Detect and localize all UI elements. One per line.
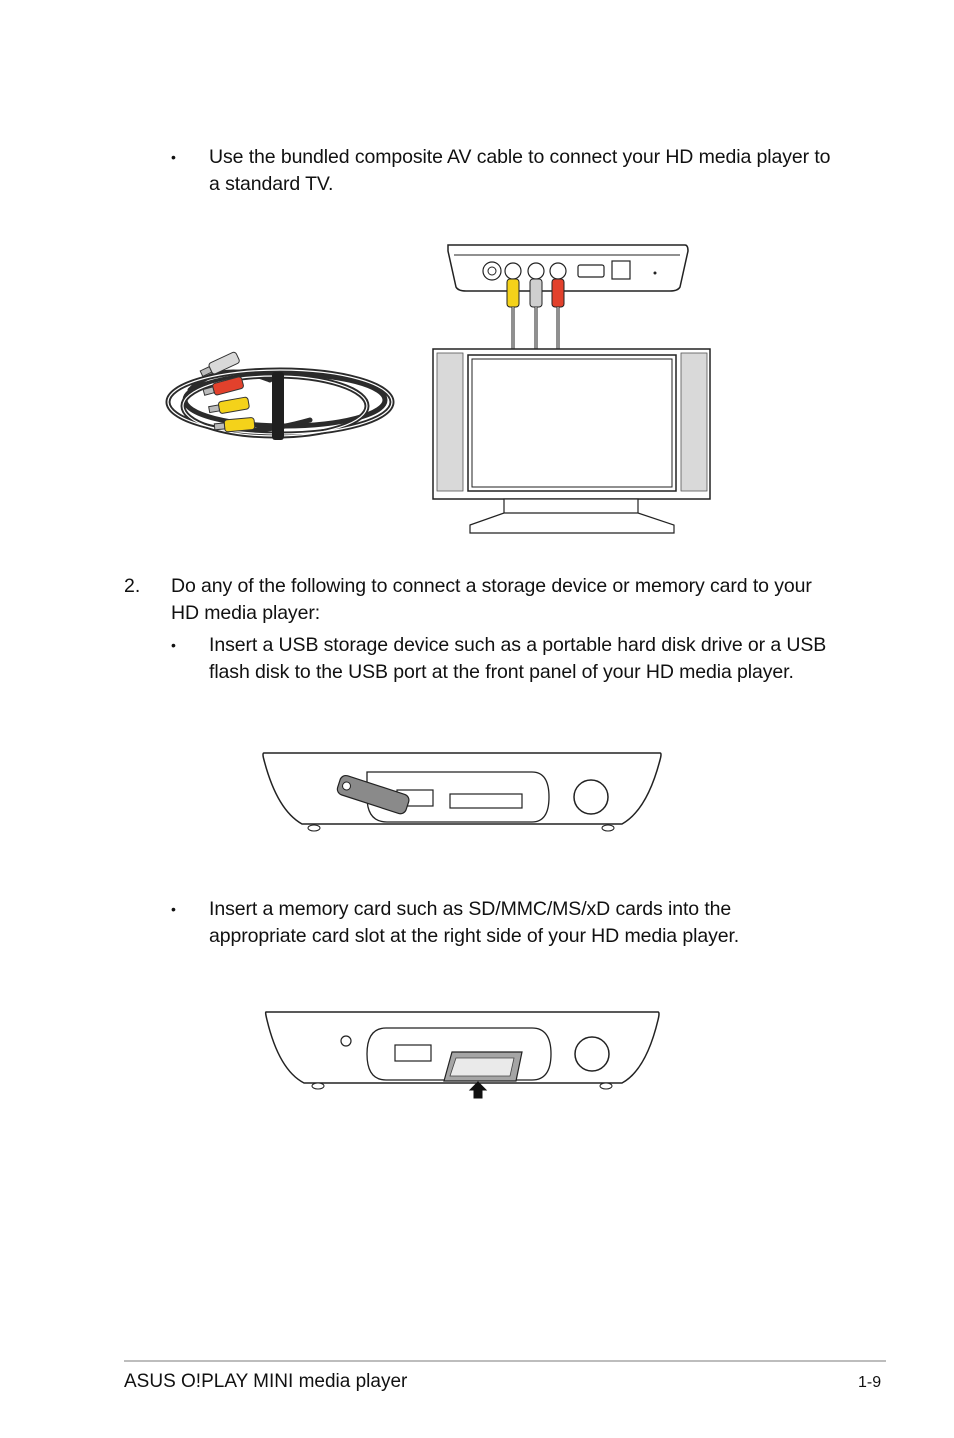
av-cable-illustration bbox=[165, 351, 395, 440]
usb-line1: Insert a USB storage device such as a po… bbox=[209, 634, 827, 656]
av-cable-line2: a standard TV. bbox=[209, 173, 334, 195]
usb-line2: flash disk to the USB port at the front … bbox=[209, 661, 794, 683]
footer-rule bbox=[124, 1360, 886, 1362]
step-2-number: 2. bbox=[124, 575, 141, 597]
card-slot-illustration bbox=[264, 1011, 660, 1099]
av-cable-line1: Use the bundled composite AV cable to co… bbox=[209, 146, 831, 168]
bullet-card: • bbox=[171, 901, 176, 917]
usb-front-panel-illustration bbox=[262, 752, 662, 832]
card-line1: Insert a memory card such as SD/MMC/MS/x… bbox=[209, 898, 732, 920]
step-2-line2: HD media player: bbox=[171, 602, 321, 624]
bullet-av: • bbox=[171, 149, 176, 165]
tv-connection-illustration bbox=[432, 244, 711, 534]
card-line2: appropriate card slot at the right side … bbox=[209, 925, 740, 947]
bullet-usb: • bbox=[171, 637, 176, 653]
up-arrow-icon bbox=[468, 1081, 488, 1099]
step-2-line1: Do any of the following to connect a sto… bbox=[171, 575, 812, 597]
footer-page-number: 1-9 bbox=[858, 1374, 882, 1391]
footer-product-name: ASUS O!PLAY MINI media player bbox=[124, 1371, 408, 1392]
